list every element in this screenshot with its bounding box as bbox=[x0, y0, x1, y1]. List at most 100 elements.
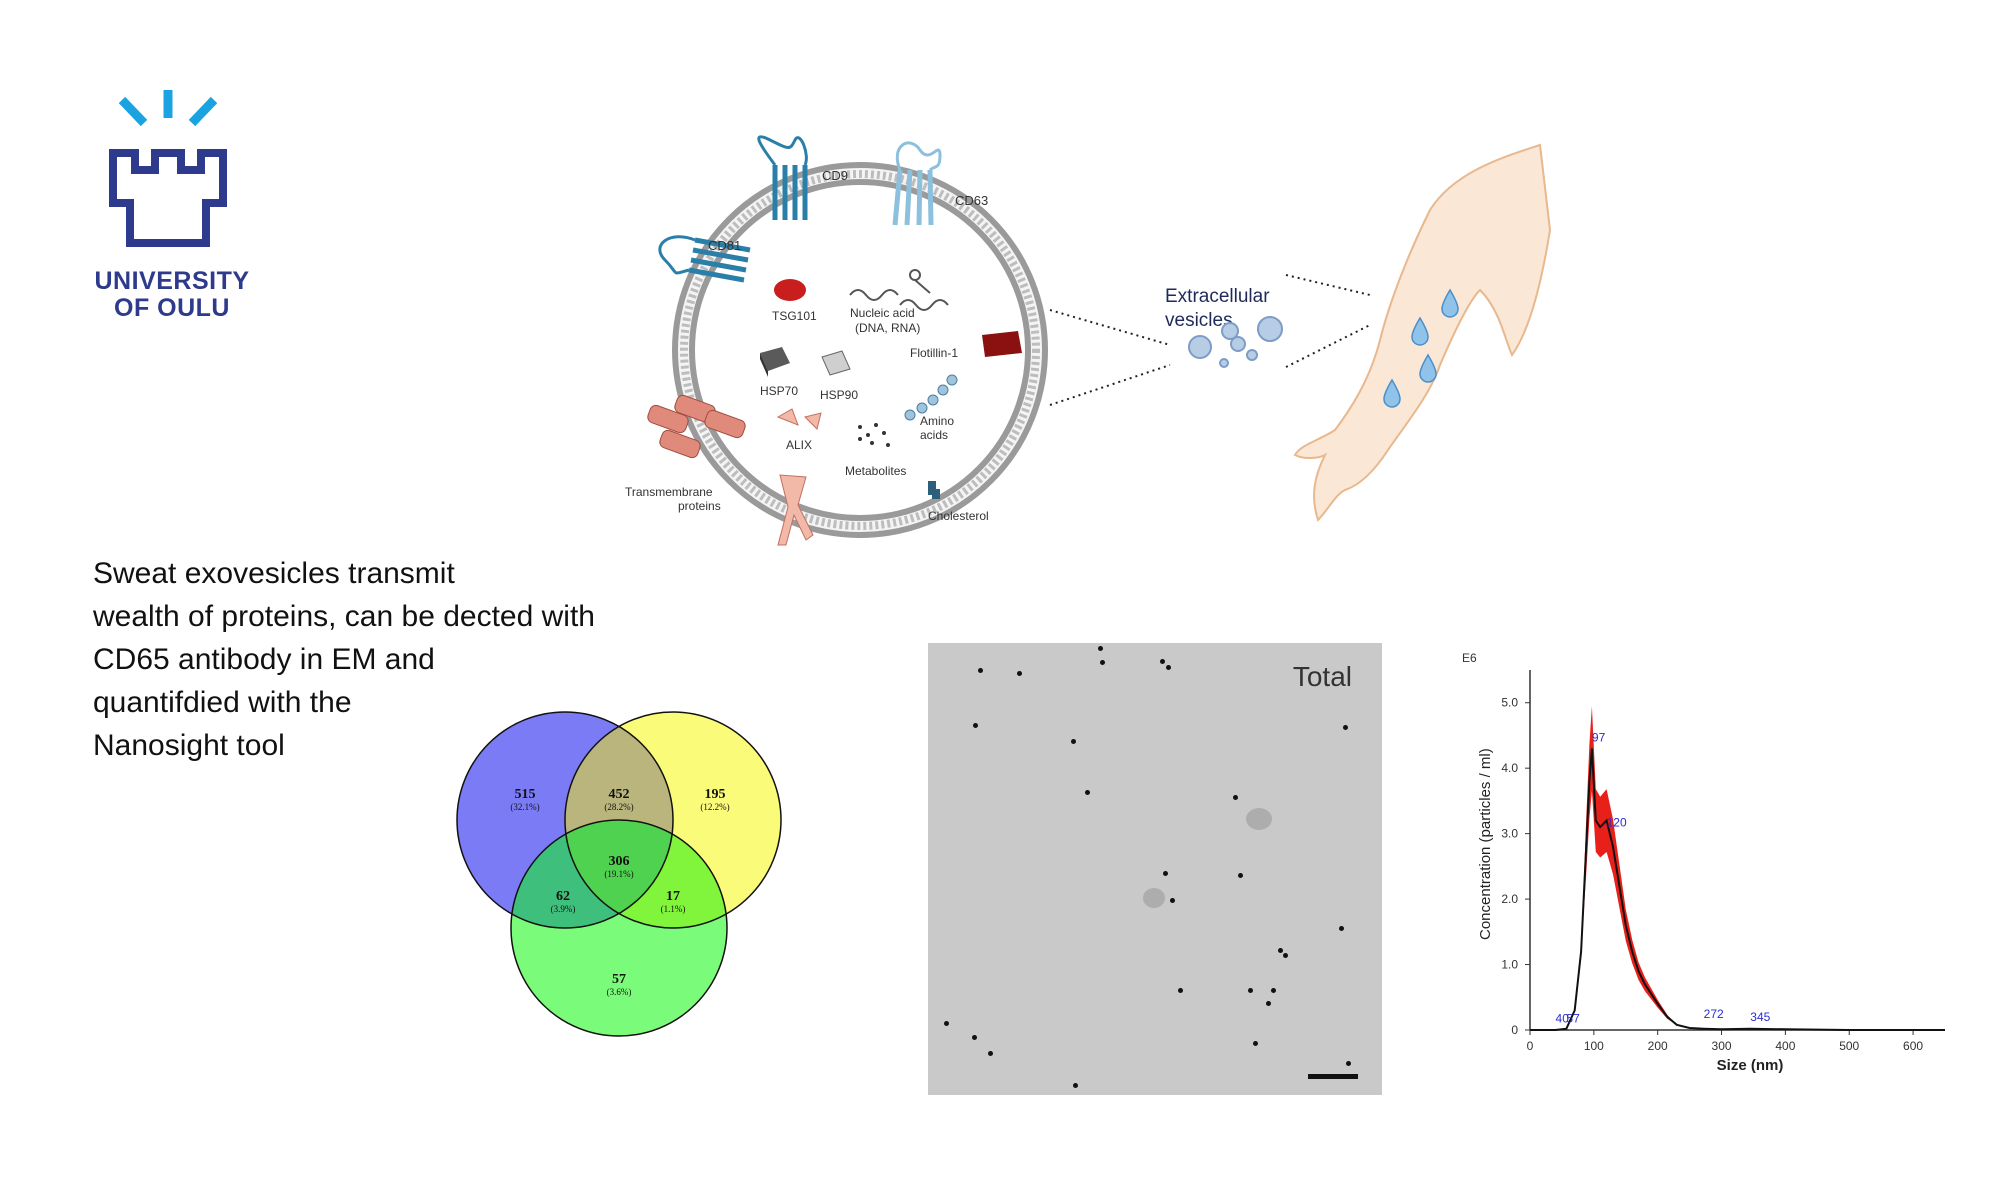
tsg101-label: TSG101 bbox=[772, 309, 817, 323]
venn-region-abc bbox=[565, 820, 673, 928]
venn-pct-bc: (1.1%) bbox=[661, 904, 686, 914]
venn-region-ac bbox=[511, 820, 673, 928]
venn-pct-abc: (19.1%) bbox=[604, 869, 633, 879]
venn-pct-ac: (3.9%) bbox=[551, 904, 576, 914]
logo-line-2: OF OULU bbox=[114, 294, 230, 322]
logo-ray-right bbox=[188, 96, 218, 127]
em-particle bbox=[1271, 988, 1276, 993]
extracellular-vesicles-icon bbox=[1188, 316, 1283, 368]
alix-label: ALIX bbox=[786, 438, 812, 452]
peak-label: 57 bbox=[1566, 1012, 1580, 1026]
em-particle bbox=[973, 723, 978, 728]
cd81-label: CD81 bbox=[708, 238, 741, 253]
venn-count-c: 57 bbox=[612, 972, 626, 987]
y-tick-label: 0 bbox=[1511, 1023, 1518, 1037]
university-name: UNIVERSITY OF OULU bbox=[82, 268, 262, 322]
em-particle bbox=[1346, 1061, 1351, 1066]
logo-ray-left bbox=[118, 96, 148, 127]
em-particle bbox=[1071, 739, 1076, 744]
em-particle bbox=[1343, 725, 1348, 730]
flotillin-icon bbox=[982, 331, 1022, 357]
castle-icon bbox=[109, 149, 227, 247]
x-tick-label: 100 bbox=[1584, 1039, 1604, 1053]
cholesterol-label: Cholesterol bbox=[928, 509, 989, 523]
em-particle bbox=[1238, 873, 1243, 878]
lipid-bilayer bbox=[680, 170, 1040, 530]
concentration-line bbox=[1530, 748, 1945, 1031]
headline-line: wealth of proteins, can be dected with bbox=[93, 600, 595, 633]
transmembrane-protein-icon bbox=[647, 394, 746, 459]
venn-pct-a: (32.1%) bbox=[510, 802, 539, 812]
hsp90-icon bbox=[821, 350, 851, 376]
peak-label: 97 bbox=[1592, 730, 1606, 744]
nucleic-acid-label: Nucleic acid bbox=[850, 306, 915, 320]
nucleic-acid-icon bbox=[849, 269, 949, 311]
metabolites-icon bbox=[858, 423, 890, 447]
em-particle bbox=[1253, 1041, 1258, 1046]
ev-label: vesicles bbox=[1165, 310, 1233, 331]
em-blob bbox=[1143, 888, 1165, 908]
venn-count-bc: 17 bbox=[666, 889, 680, 904]
dotted-connector bbox=[1049, 309, 1171, 346]
dotted-connector bbox=[1049, 364, 1171, 406]
em-particle bbox=[1160, 659, 1165, 664]
alix-icon bbox=[776, 408, 822, 430]
headline-line: CD65 antibody in EM and bbox=[93, 643, 435, 676]
em-particle bbox=[1100, 660, 1105, 665]
tsg101-icon bbox=[774, 279, 806, 301]
em-particle bbox=[944, 1021, 949, 1026]
em-label: Total bbox=[1292, 661, 1352, 692]
venn-region-bc bbox=[565, 820, 727, 928]
y-tick-label: 1.0 bbox=[1501, 958, 1518, 972]
em-particle bbox=[1166, 665, 1171, 670]
cd63-protein-icon bbox=[892, 141, 942, 226]
hsp70-label: HSP70 bbox=[760, 384, 798, 398]
x-tick-label: 500 bbox=[1839, 1039, 1859, 1053]
amino-acids-label: acids bbox=[920, 428, 948, 442]
y-ticks: 0 1.0 2.0 3.0 4.0 5.0 bbox=[1501, 696, 1530, 1037]
headline-text: Sweat exovesicles transmit wealth of pro… bbox=[93, 552, 693, 767]
hsp90-label: HSP90 bbox=[820, 388, 858, 402]
flotillin-label: Flotillin-1 bbox=[910, 346, 958, 360]
y-tick-label: 2.0 bbox=[1501, 892, 1518, 906]
hsp70-icon bbox=[760, 347, 790, 377]
amino-acids-icon bbox=[904, 374, 958, 421]
cd63-label: CD63 bbox=[955, 193, 988, 208]
venn-count-b: 195 bbox=[705, 787, 726, 802]
headline-line: Sweat exovesicles transmit bbox=[93, 557, 455, 590]
vesicle-diagram: CD9 CD63 CD81 TSG101 Nucleic acid (DNA, … bbox=[610, 135, 1371, 555]
electron-micrograph: Total bbox=[928, 643, 1382, 1095]
logo-line-1: UNIVERSITY bbox=[94, 267, 250, 295]
headline-line: Nanosight tool bbox=[93, 729, 285, 762]
em-particle bbox=[1163, 871, 1168, 876]
antibody-protein-icon bbox=[777, 474, 814, 546]
sweat-drops-icon bbox=[1383, 288, 1459, 408]
peak-label: 40 bbox=[1556, 1012, 1570, 1026]
x-axis-label: Size (nm) bbox=[1717, 1057, 1784, 1074]
x-tick-label: 300 bbox=[1712, 1039, 1732, 1053]
arm-illustration bbox=[1280, 140, 1560, 540]
venn-count-ac: 62 bbox=[556, 889, 570, 904]
transmembrane-label: Transmembrane bbox=[625, 485, 713, 499]
cd9-protein-icon bbox=[757, 135, 808, 220]
peak-label: 120 bbox=[1607, 815, 1627, 829]
y-tick-label: 4.0 bbox=[1501, 761, 1518, 775]
y-tick-label: 5.0 bbox=[1501, 696, 1518, 710]
headline-line: quantifdied with the bbox=[93, 686, 352, 719]
nucleic-acid-label: (DNA, RNA) bbox=[855, 321, 920, 335]
em-particle bbox=[1266, 1001, 1271, 1006]
peak-label: 272 bbox=[1704, 1007, 1724, 1021]
x-tick-label: 400 bbox=[1775, 1039, 1795, 1053]
y-tick-label: 3.0 bbox=[1501, 827, 1518, 841]
em-particle bbox=[1278, 948, 1283, 953]
venn-count-a: 515 bbox=[515, 787, 536, 802]
y-axis-label: Concentration (particles / ml) bbox=[1477, 748, 1494, 940]
venn-pct-b: (12.2%) bbox=[700, 802, 729, 812]
metabolites-label: Metabolites bbox=[845, 464, 906, 478]
cd81-protein-icon bbox=[658, 235, 751, 283]
em-particle bbox=[1178, 988, 1183, 993]
error-band bbox=[1530, 706, 1945, 1030]
